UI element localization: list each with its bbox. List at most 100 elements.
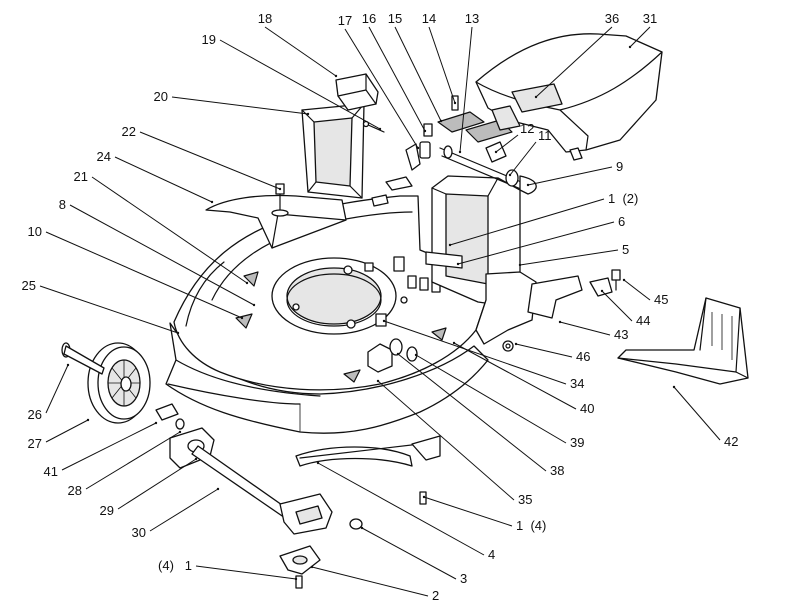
callout-c28: 28 (68, 430, 182, 498)
leader-tip-c30 (216, 487, 220, 491)
callout-c4: 4 (316, 461, 495, 562)
callout-label-c13: 13 (465, 11, 479, 26)
leader-line-c19 (219, 39, 381, 130)
callout-label-c21: 21 (74, 169, 88, 184)
callout-label-c25: 25 (22, 278, 36, 293)
callout-labels: 1 (2)1 (4)(4) 12345689101112131415161718… (22, 11, 739, 603)
latch-plates-15 (437, 95, 513, 143)
leader-tip-c31 (628, 45, 632, 49)
callout-c1a: 1 (2) (448, 191, 638, 247)
callout-c38: 38 (396, 352, 564, 478)
callout-label-c30: 30 (132, 525, 146, 540)
callout-c3: 3 (360, 526, 467, 586)
callout-label-c45: 45 (654, 292, 668, 307)
callout-label-c27: 27 (28, 436, 42, 451)
callout-c41: 41 (44, 421, 158, 479)
callout-c16: 16 (362, 11, 427, 133)
leader-line-c10 (45, 231, 243, 319)
leader-line-c11 (509, 141, 537, 176)
callout-label-c38: 38 (550, 463, 564, 478)
callout-label-c1b: 1 (4) (516, 518, 546, 533)
leader-tip-c5 (518, 263, 522, 267)
callout-c1c: (4) 1 (158, 558, 298, 581)
block-18 (335, 73, 379, 111)
leader-tip-c39 (414, 353, 418, 357)
callout-c24: 24 (97, 149, 214, 204)
leader-line-c1c (195, 565, 297, 580)
leader-tip-c29 (194, 457, 198, 461)
callout-c25: 25 (22, 278, 180, 335)
wheel-27 (87, 342, 151, 424)
leader-tip-c35 (376, 379, 380, 383)
callout-c18: 18 (258, 11, 338, 78)
leader-tip-c3 (360, 526, 364, 530)
leader-line-c26 (45, 364, 69, 414)
callout-c20: 20 (154, 89, 310, 116)
leader-line-c14 (428, 26, 456, 104)
callout-c35: 35 (376, 379, 532, 507)
screw-45 (611, 269, 621, 291)
callout-label-c12: 12 (520, 121, 534, 136)
callout-label-c5: 5 (622, 242, 629, 257)
leader-tip-c12 (494, 150, 498, 154)
callout-c46: 46 (514, 342, 590, 364)
leader-tip-c9 (526, 183, 530, 187)
callout-label-c26: 26 (28, 407, 42, 422)
leader-tip-c38 (396, 352, 400, 356)
leader-tip-c45 (622, 278, 626, 282)
callout-label-c20: 20 (154, 89, 168, 104)
leader-line-c36 (535, 26, 613, 98)
leader-line-c15 (394, 26, 442, 122)
leader-tip-c2 (310, 565, 314, 569)
spacer-41 (155, 403, 185, 430)
callout-c5: 5 (518, 242, 629, 267)
callout-label-c3: 3 (460, 571, 467, 586)
leader-tip-c4 (316, 461, 320, 465)
leader-tip-c44 (600, 289, 604, 293)
callout-c39: 39 (414, 353, 584, 450)
callout-c29: 29 (100, 457, 198, 518)
leader-tip-c21 (245, 281, 249, 285)
leader-line-c17 (344, 28, 419, 149)
spring-rod-4 (295, 435, 441, 505)
callout-c22: 22 (122, 124, 282, 191)
leader-line-c22 (139, 131, 281, 190)
leader-tip-c15 (439, 119, 443, 123)
callout-c21: 21 (74, 169, 249, 285)
callout-label-c9: 9 (616, 159, 623, 174)
leader-tip-c16 (423, 129, 427, 133)
callout-label-c44: 44 (636, 313, 650, 328)
callout-c10: 10 (28, 224, 244, 320)
callout-label-c14: 14 (422, 11, 436, 26)
callout-label-c31: 31 (643, 11, 657, 26)
callout-c8: 8 (59, 197, 256, 307)
callout-c9: 9 (526, 159, 623, 187)
leader-line-c44 (601, 290, 633, 322)
bracket-38-39 (367, 338, 418, 373)
callout-label-c41: 41 (44, 464, 58, 479)
leader-line-c3 (361, 527, 457, 580)
callout-label-c39: 39 (570, 435, 584, 450)
leader-tip-c24 (210, 200, 214, 204)
callout-label-c42: 42 (724, 434, 738, 449)
leader-line-c9 (527, 166, 613, 186)
leader-line-c8 (69, 204, 255, 306)
callout-c31: 31 (628, 11, 657, 49)
callout-c17: 17 (338, 13, 420, 150)
leader-tip-c1c (294, 577, 298, 581)
leader-tip-c26 (66, 363, 70, 367)
leader-line-c5 (519, 249, 619, 266)
leader-line-c16 (368, 26, 426, 132)
callout-label-c11: 11 (538, 128, 552, 143)
callout-c13: 13 (458, 11, 479, 154)
leader-tip-c34 (382, 319, 386, 323)
leader-line-c46 (515, 343, 573, 358)
leader-tip-c13 (458, 150, 462, 154)
leader-tip-c1a (448, 243, 452, 247)
callout-label-c35: 35 (518, 492, 532, 507)
leader-tip-c43 (558, 320, 562, 324)
leader-line-c18 (264, 26, 337, 77)
chute-deflector-20 (301, 103, 365, 199)
callout-c11: 11 (508, 128, 552, 177)
